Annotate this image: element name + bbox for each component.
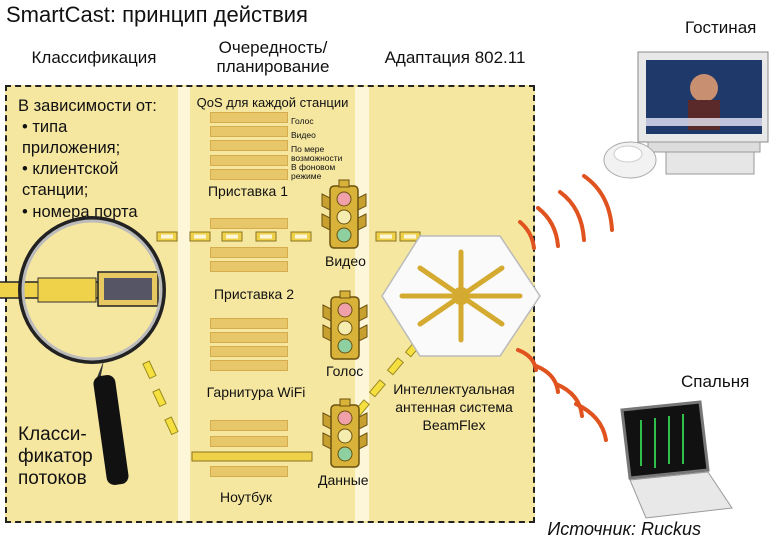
queue-bar-10 xyxy=(210,466,288,477)
lane-gap-1 xyxy=(178,87,190,521)
qos-bar-4 xyxy=(210,155,288,166)
column-header-classification: Классификация xyxy=(31,48,157,67)
tv-icon xyxy=(603,51,769,179)
queue-bar-6 xyxy=(210,346,288,357)
queue-bar-1 xyxy=(210,218,288,229)
qos-bar-2 xyxy=(210,126,288,137)
qos-bar-3 xyxy=(210,140,288,151)
station-label-stb2: Приставка 2 xyxy=(213,286,295,302)
classifier-heading: В зависимости от: xyxy=(18,97,157,115)
qos-heading: QoS для каждой станции xyxy=(196,95,349,110)
room-label-living: Гостиная xyxy=(685,18,757,37)
queue-bar-5 xyxy=(210,332,288,343)
qos-besteffort-label: По мере возможности xyxy=(291,144,343,163)
classifier-item-client: • клиентской станции; xyxy=(22,160,119,199)
queue-bar-9 xyxy=(210,436,288,447)
flow-classifier-label: Класси- фикатор потоков xyxy=(18,424,93,489)
classifier-item-port: • номера порта xyxy=(22,203,138,221)
qos-background-label: В фоновом режиме xyxy=(291,162,336,181)
station-label-headset: Гарнитура WiFi xyxy=(206,384,306,400)
queue-bar-2 xyxy=(210,247,288,258)
classifier-item-app-type: • типа приложения; xyxy=(22,118,121,157)
qos-bar-5 xyxy=(210,169,288,180)
column-header-adaptation: Адаптация 802.11 xyxy=(384,48,526,67)
source-caption: Источник: Ruckus xyxy=(547,519,701,539)
diagram-title: SmartCast: принцип действия xyxy=(6,2,308,27)
lane-gap-2 xyxy=(355,87,369,521)
room-label-bedroom: Спальня xyxy=(681,372,750,391)
traffic-light-label-video: Видео xyxy=(325,253,366,269)
column-header-queue: Очередность/ планирование xyxy=(216,38,330,76)
traffic-light-label-data: Данные xyxy=(318,472,369,488)
queue-bar-4 xyxy=(210,318,288,329)
qos-video-label: Видео xyxy=(291,130,316,140)
traffic-light-label-voice: Голос xyxy=(326,363,364,379)
laptop-icon xyxy=(620,400,733,519)
station-label-laptop: Ноутбук xyxy=(220,489,272,505)
antenna-label: Интеллектуальная антенная система BeamFl… xyxy=(393,381,515,433)
queue-bar-3 xyxy=(210,261,288,272)
queue-bar-8 xyxy=(210,420,288,431)
qos-voice-label: Голос xyxy=(291,116,314,126)
qos-bar-1 xyxy=(210,112,288,123)
station-label-stb1: Приставка 1 xyxy=(207,183,289,199)
queue-bar-7 xyxy=(210,360,288,371)
